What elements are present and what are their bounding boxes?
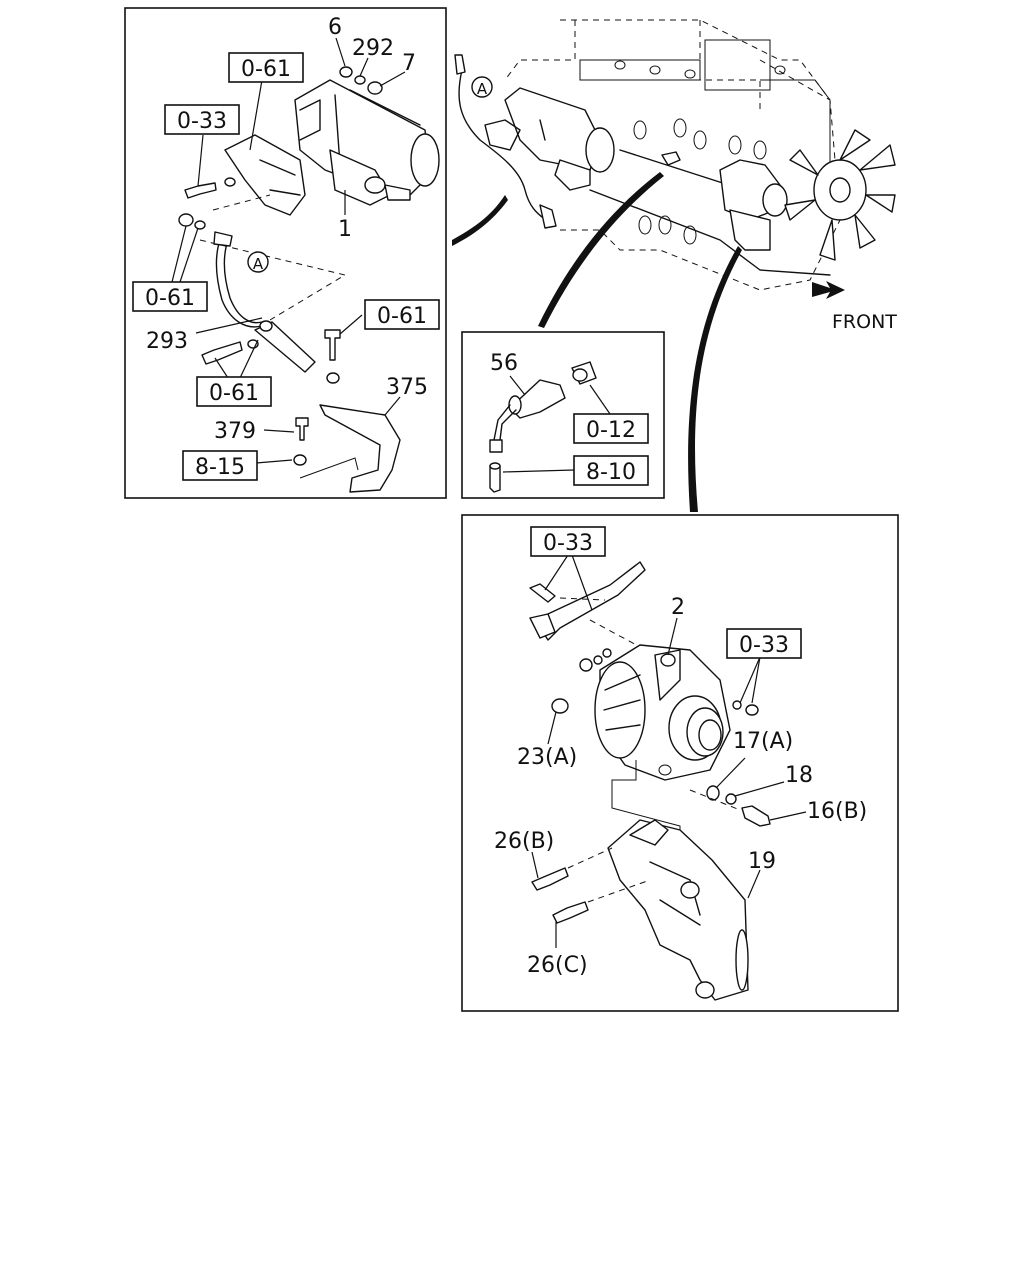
pointer-to-starter-panel bbox=[452, 195, 508, 246]
engine-overview-drawing: A FRONT bbox=[454, 19, 897, 333]
front-arrow-icon bbox=[812, 281, 845, 299]
ref-0-61-left: 0-61 bbox=[145, 286, 195, 311]
callout-23a: 23(A) bbox=[517, 745, 577, 770]
starter-detail-panel bbox=[124, 7, 447, 499]
pointer-to-alternator-panel bbox=[688, 246, 742, 512]
ref-0-12: 0-12 bbox=[586, 418, 636, 443]
callout-56: 56 bbox=[490, 351, 518, 376]
callout-1: 1 bbox=[338, 217, 352, 242]
ref-0-61-bottom: 0-61 bbox=[209, 381, 259, 406]
callout-7: 7 bbox=[402, 51, 416, 76]
callout-18: 18 bbox=[785, 763, 813, 788]
alternator-assembly bbox=[529, 561, 771, 1001]
ref-0-33-alt-right: 0-33 bbox=[739, 633, 789, 658]
ref-8-15: 8-15 bbox=[195, 455, 245, 480]
callout-19: 19 bbox=[748, 849, 776, 874]
ref-0-61-right: 0-61 bbox=[377, 304, 427, 329]
callout-379: 379 bbox=[214, 419, 256, 444]
alternator-detail-panel bbox=[461, 514, 899, 1012]
alternator-leader-lines bbox=[531, 554, 807, 948]
sensor-detail-panel bbox=[461, 331, 665, 499]
ref-0-61-top: 0-61 bbox=[241, 57, 291, 82]
marker-a-engine: A bbox=[477, 80, 488, 98]
ref-0-33-alt-top: 0-33 bbox=[543, 531, 593, 556]
callout-17a: 17(A) bbox=[733, 729, 793, 754]
starter-leader-lines bbox=[171, 37, 406, 464]
pointer-to-sensor-panel bbox=[538, 172, 664, 328]
callout-16b: 16(B) bbox=[807, 799, 867, 824]
callout-293: 293 bbox=[146, 329, 188, 354]
callout-26c: 26(C) bbox=[527, 953, 588, 978]
sensor-assembly bbox=[489, 361, 597, 493]
callout-6: 6 bbox=[328, 15, 342, 40]
callout-2: 2 bbox=[671, 595, 685, 620]
ref-8-10: 8-10 bbox=[586, 460, 636, 485]
ref-0-33-starter: 0-33 bbox=[177, 109, 227, 134]
starter-assembly: A bbox=[178, 66, 440, 493]
callout-292: 292 bbox=[352, 36, 394, 61]
callout-26b: 26(B) bbox=[494, 829, 554, 854]
marker-a-starter: A bbox=[253, 255, 264, 273]
front-label: FRONT bbox=[832, 311, 897, 333]
cooling-fan bbox=[784, 129, 896, 261]
callout-375: 375 bbox=[386, 375, 428, 400]
